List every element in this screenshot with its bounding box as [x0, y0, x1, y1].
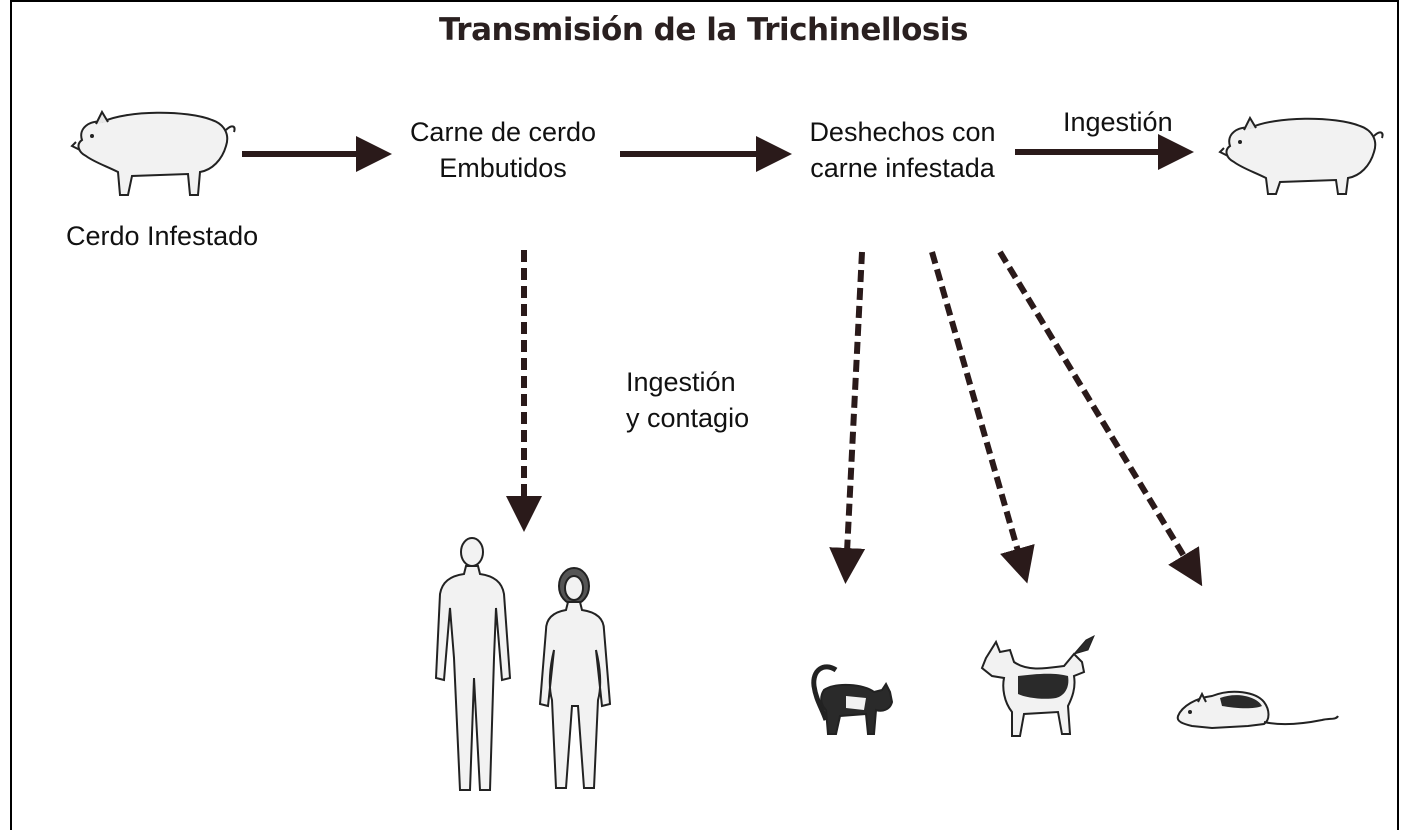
cat-icon: [814, 667, 892, 734]
pig-icon: [72, 112, 235, 195]
man-icon: [436, 538, 510, 790]
dog-icon: [982, 636, 1094, 736]
pig-icon: [1220, 118, 1383, 194]
arrow-waste-to-rat: [1000, 252, 1196, 576]
rat-icon: [1178, 692, 1338, 728]
arrow-waste-to-cat: [846, 252, 862, 572]
woman-icon: [540, 568, 610, 788]
arrow-waste-to-dog: [932, 252, 1024, 572]
